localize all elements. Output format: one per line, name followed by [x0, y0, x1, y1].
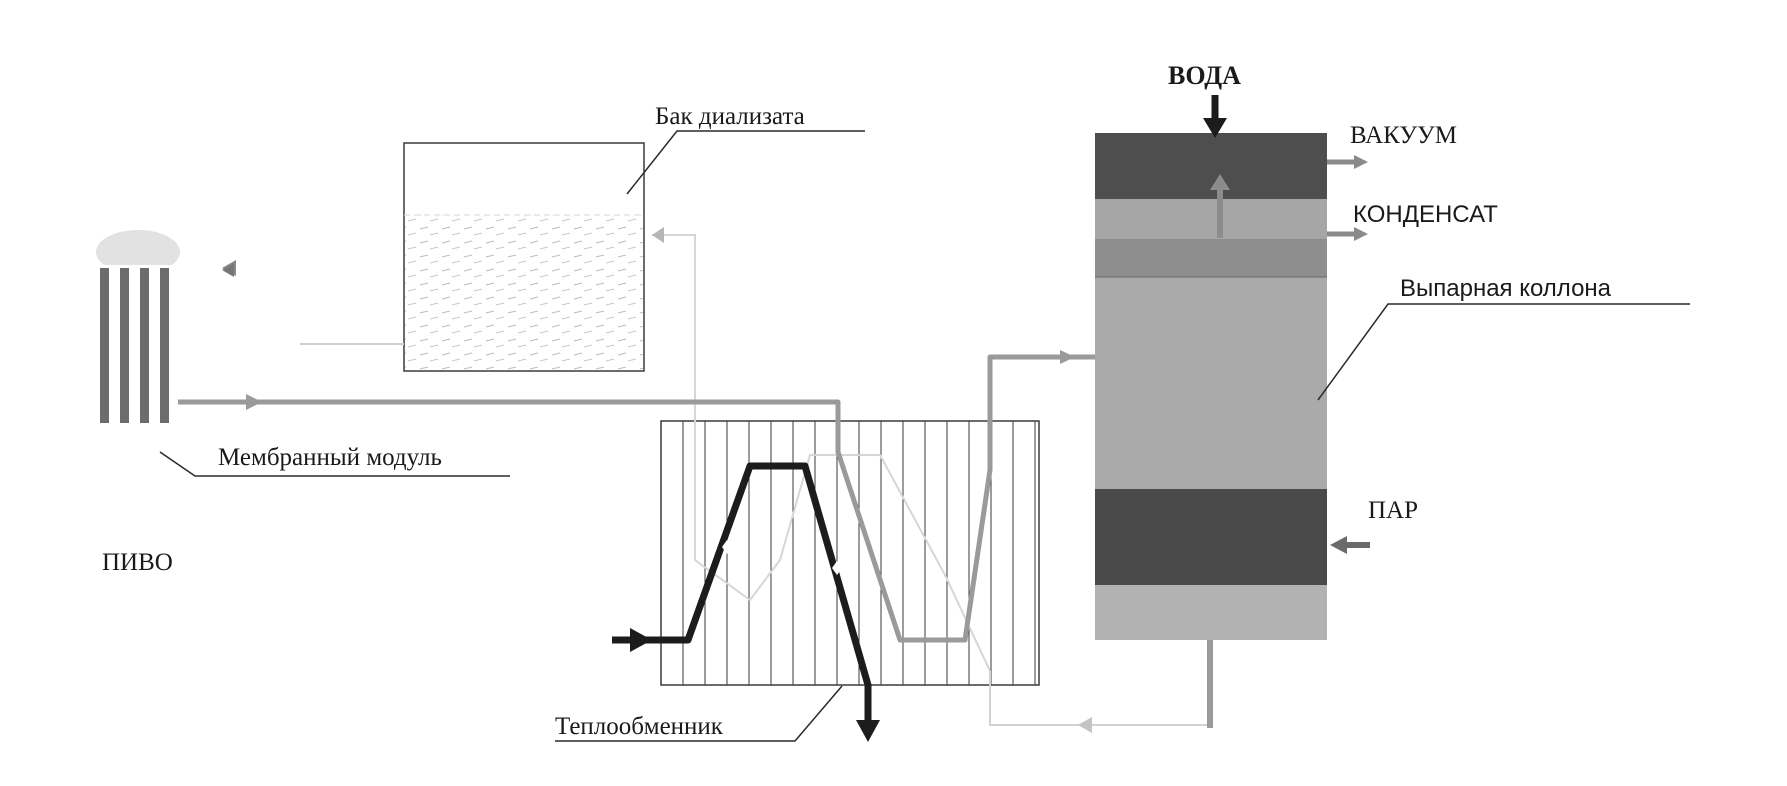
flow-arrow-icon	[246, 394, 262, 410]
steam-label: ПАР	[1368, 497, 1418, 524]
vacuum-label: ВАКУУМ	[1350, 122, 1457, 149]
beer-label: ПИВО	[102, 549, 173, 576]
flow-arrow-icon	[222, 263, 234, 277]
flow-arrow-icon	[1210, 174, 1230, 190]
membrane-module-label: Мембранный модуль	[218, 444, 442, 471]
membrane-module	[96, 230, 180, 425]
water-label: ВОДА	[1168, 61, 1241, 90]
column-condensate-section	[1095, 199, 1327, 239]
flow-arrow-icon	[1203, 118, 1227, 138]
return-line	[989, 671, 1210, 726]
flow-arrow-icon	[1330, 536, 1347, 554]
heat-exchanger-label: Теплообменник	[555, 713, 724, 740]
tank-liquid	[405, 215, 643, 370]
column-heater-section	[1095, 489, 1327, 585]
flow-arrow-icon	[1060, 350, 1075, 364]
column-condenser-section	[1095, 133, 1327, 199]
membrane-module-cap	[96, 230, 180, 274]
flow-arrow-icon	[1078, 717, 1092, 733]
membrane-fiber	[140, 268, 149, 423]
evaporation-column-label: Выпарная коллона	[1400, 275, 1612, 302]
flow-marker-icon	[722, 540, 732, 554]
condensate-label: КОНДЕНСАТ	[1353, 201, 1498, 228]
heating-line	[612, 462, 872, 730]
flow-marker-icon	[832, 561, 842, 575]
dialysate-return-line	[652, 234, 991, 672]
membrane-fiber	[120, 268, 129, 423]
membrane-fiber	[160, 268, 169, 423]
beer-line	[178, 354, 1095, 643]
flow-arrow-icon	[1354, 227, 1368, 241]
column-bottom-section	[1095, 585, 1327, 640]
column-condensate-band	[1095, 239, 1327, 277]
dialysate-tank	[403, 142, 645, 372]
heat-exchanger-leader	[555, 685, 843, 742]
dialysate-tank-label: Бак диализата	[655, 103, 805, 130]
flow-arrow-icon	[856, 720, 880, 742]
evaporation-column-leader	[1317, 303, 1690, 401]
flow-arrow-icon	[1354, 155, 1368, 169]
membrane-module-leader	[159, 451, 510, 477]
evaporation-column	[1095, 133, 1327, 640]
flow-arrow-icon	[652, 227, 664, 243]
membrane-fiber	[100, 268, 109, 423]
dialysate-tank-leader	[626, 130, 865, 195]
column-middle-section	[1095, 277, 1327, 489]
flow-arrow-icon	[630, 628, 652, 652]
